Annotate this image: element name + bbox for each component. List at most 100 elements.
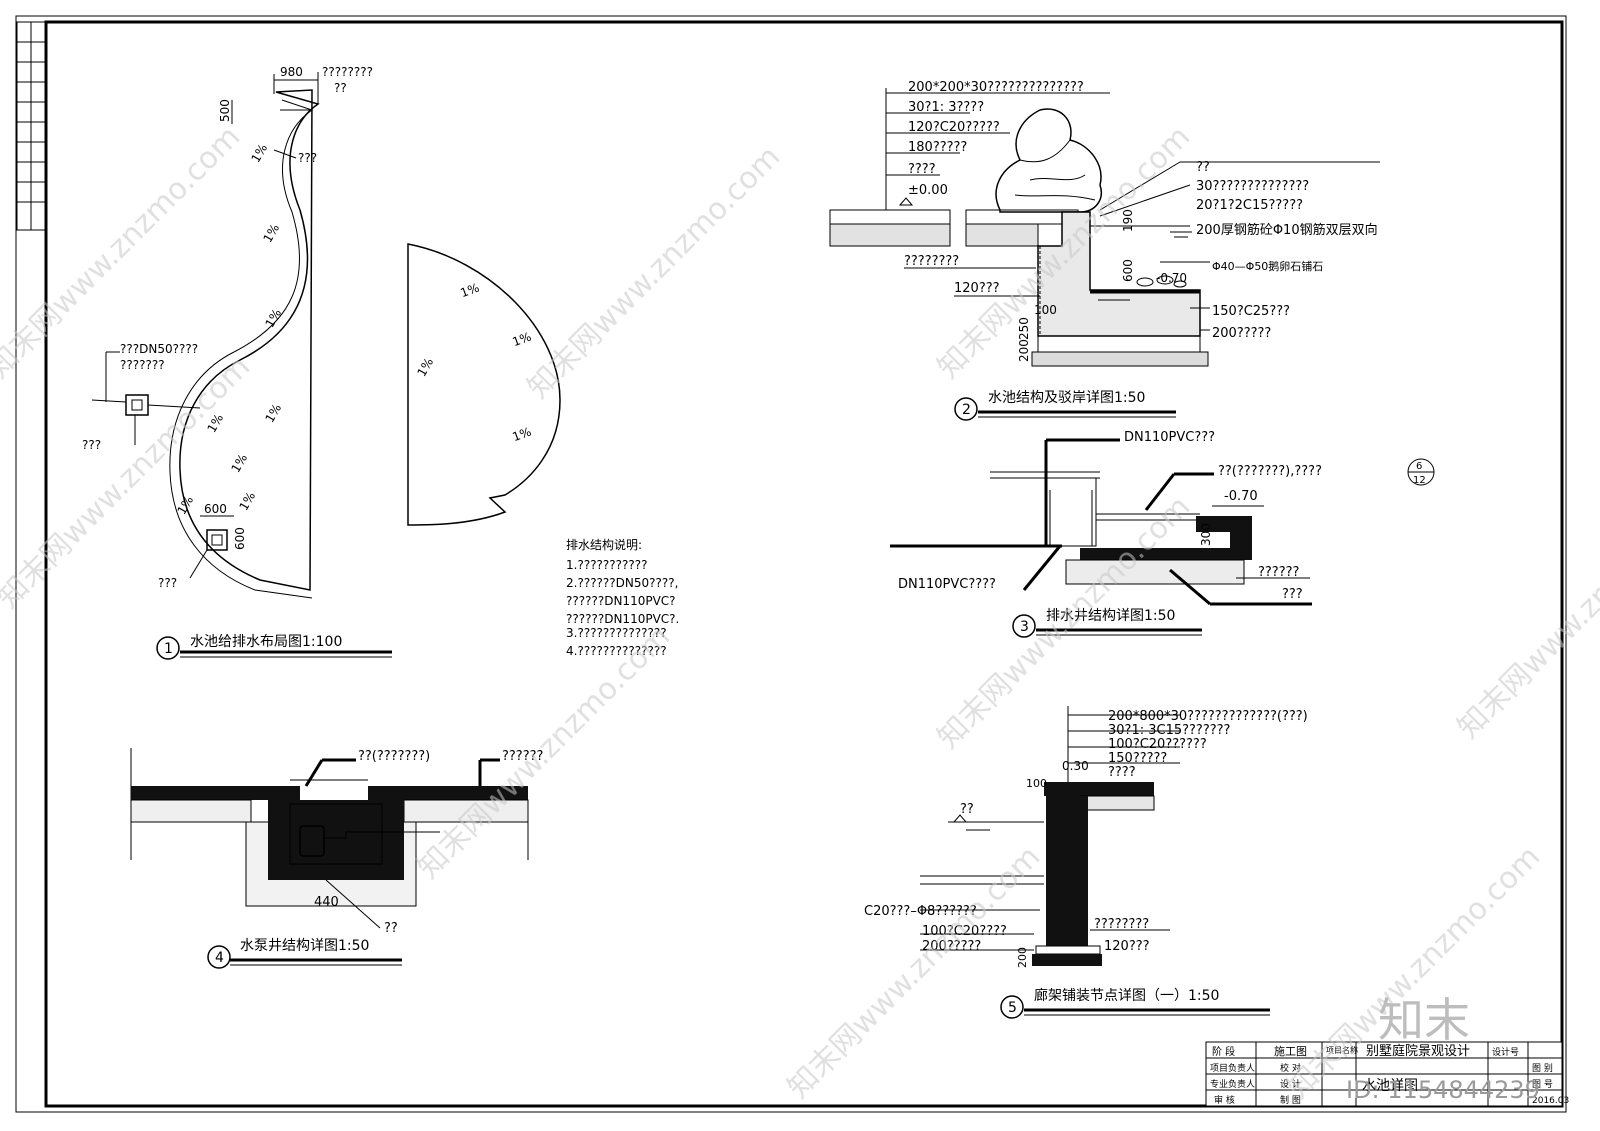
v2-elev: ±0.00 bbox=[908, 183, 948, 198]
v5-label-10: 200????? bbox=[922, 939, 981, 954]
svg-text:设计号: 设计号 bbox=[1492, 1046, 1519, 1058]
v3-elev: -0.70 bbox=[1224, 489, 1258, 504]
v2-label-15: 120??? bbox=[954, 281, 1000, 296]
v2-dim-200: 200 bbox=[1017, 339, 1031, 362]
svg-text:专业负责人: 专业负责人 bbox=[1210, 1078, 1255, 1090]
pipe-note-1: ???DN50???? bbox=[120, 342, 198, 356]
svg-text:设 计: 设 计 bbox=[1280, 1078, 1301, 1090]
svg-text:知末网www.znzmo.com: 知末网www.znzmo.com bbox=[0, 349, 257, 615]
svg-text:图 号: 图 号 bbox=[1532, 1079, 1553, 1090]
view-5-number-circle bbox=[1000, 995, 1024, 1019]
v2-label-14: ???????? bbox=[904, 254, 959, 269]
v2-label-5: ???? bbox=[908, 162, 936, 177]
view-1-number-circle bbox=[156, 636, 180, 660]
bottom-note: ??? bbox=[158, 576, 177, 590]
view-1-number: 1 bbox=[164, 641, 173, 657]
v5-water-label: ?? bbox=[960, 802, 974, 817]
outer-frame bbox=[15, 15, 1567, 1113]
drain-pit bbox=[125, 394, 149, 416]
v3-dim-300: 300 bbox=[1199, 523, 1213, 546]
svg-text:水池详图: 水池详图 bbox=[1362, 1078, 1418, 1094]
v2-label-8: 30?????????????? bbox=[1196, 179, 1309, 194]
pool-2-outline bbox=[407, 243, 561, 526]
v4-label-1: ??(???????) bbox=[358, 749, 430, 764]
svg-text:1%: 1% bbox=[236, 489, 258, 512]
v2-label-9: 20?1?2C15????? bbox=[1196, 198, 1303, 213]
reference-symbol: 6 12 bbox=[1407, 458, 1435, 486]
svg-text:知末网www.znzmo.com: 知末网www.znzmo.com bbox=[781, 839, 1047, 1105]
view-2-number-circle bbox=[954, 397, 978, 421]
landscape-rock bbox=[995, 108, 1102, 213]
svg-text:施工图: 施工图 bbox=[1274, 1045, 1307, 1058]
inner-frame bbox=[44, 20, 1564, 1108]
binding-stamp-grid bbox=[16, 21, 47, 231]
v5-label-12: 120??? bbox=[1104, 939, 1150, 954]
pool-1-outline bbox=[179, 89, 320, 591]
svg-text:1%: 1% bbox=[458, 281, 481, 301]
v5-label-3: 100?C20?????? bbox=[1108, 737, 1207, 752]
v5-dim-100: 100 bbox=[1026, 777, 1047, 790]
svg-text:1%: 1% bbox=[248, 141, 270, 164]
v5-label-1: 200*800*30?????????????(???) bbox=[1108, 709, 1308, 724]
v5-label-11: ???????? bbox=[1094, 917, 1149, 932]
svg-text:6: 6 bbox=[1416, 461, 1422, 472]
view-4-number: 4 bbox=[215, 950, 224, 966]
v2-label-12: 150?C25??? bbox=[1212, 304, 1290, 319]
svg-text:知末网www.znzmo.com: 知末网www.znzmo.com bbox=[1451, 479, 1600, 745]
top-note-2: ?? bbox=[334, 81, 347, 95]
watermark-overlay: 知末网www.znzmo.com 知末网www.znzmo.com 知末网www… bbox=[0, 119, 1600, 1105]
svg-text:制 图: 制 图 bbox=[1280, 1094, 1301, 1106]
svg-text:图 别: 图 别 bbox=[1532, 1063, 1553, 1074]
v2-label-3: 120?C20????? bbox=[908, 120, 1000, 135]
note-line-6: 4.?????????????? bbox=[566, 644, 667, 658]
view-4-number-circle bbox=[207, 945, 231, 969]
watermark-logo: 知末 bbox=[1378, 993, 1470, 1047]
view-1-plan: 980 500 ???????? ?? ??? ???DN50???? ????… bbox=[82, 65, 561, 660]
note-line-1: 1.??????????? bbox=[566, 558, 648, 572]
curve-note: ??? bbox=[298, 151, 317, 165]
view-3-number-circle bbox=[1012, 614, 1036, 638]
v4-label-2: ?????? bbox=[502, 749, 543, 764]
svg-text:1%: 1% bbox=[262, 401, 284, 424]
top-note-1: ???????? bbox=[322, 65, 373, 79]
view-3-number: 3 bbox=[1020, 619, 1029, 635]
svg-text:校 对: 校 对 bbox=[1280, 1062, 1301, 1074]
dim-500: 500 bbox=[218, 99, 232, 122]
svg-text:12: 12 bbox=[1413, 475, 1426, 486]
svg-text:1%: 1% bbox=[262, 306, 284, 329]
svg-text:阶 段: 阶 段 bbox=[1212, 1045, 1235, 1058]
slope-marks: 1% 1% 1% 1% 1% 1% 1% 1% 1% 1% 1% 1% bbox=[174, 141, 533, 516]
v2-label-10: 200厚钢筋砼Φ10钢筋双层双向 bbox=[1196, 222, 1378, 238]
watermark-id: ID: 1154844239 bbox=[1346, 1076, 1540, 1104]
view-2-number: 2 bbox=[962, 402, 971, 418]
v5-label-8: C20???–Φ8?????? bbox=[864, 904, 977, 919]
dim-980: 980 bbox=[280, 65, 303, 79]
svg-text:审 核: 审 核 bbox=[1214, 1094, 1235, 1106]
note-line-3: ??????DN110PVC? bbox=[566, 594, 676, 608]
svg-text:1%: 1% bbox=[510, 330, 533, 350]
view-2-section: 200*200*30?????????????? 30?1: 3???? 120… bbox=[829, 80, 1380, 421]
svg-text:1%: 1% bbox=[260, 221, 282, 244]
v4-dim-440: 440 bbox=[314, 895, 339, 910]
pump bbox=[299, 825, 325, 857]
svg-text:别墅庭院景观设计: 别墅庭院景观设计 bbox=[1366, 1043, 1470, 1059]
note-line-2: 2.??????DN50????, bbox=[566, 576, 678, 590]
view-4-title: 水泵井结构详图1:50 bbox=[240, 938, 369, 954]
v3-label-6: DN110PVC???? bbox=[898, 577, 996, 592]
dim-600-w: 600 bbox=[204, 502, 227, 516]
view-4-section: ??(???????) ?????? 440 ?? 4 水泵井结构详图1:50 bbox=[130, 748, 543, 969]
svg-text:项目负责人: 项目负责人 bbox=[1210, 1062, 1255, 1074]
v2-label-1: 200*200*30?????????????? bbox=[908, 80, 1084, 95]
v2-dim-100: 100 bbox=[1034, 303, 1057, 317]
svg-text:项目名称: 项目名称 bbox=[1326, 1045, 1358, 1055]
pump-pit bbox=[206, 529, 228, 551]
v2-label-7: ?? bbox=[1196, 160, 1210, 175]
svg-text:知末网www.znzmo.com: 知末网www.znzmo.com bbox=[411, 619, 677, 885]
pipe-note-2: ??????? bbox=[120, 358, 165, 372]
note-line-5: 3.?????????????? bbox=[566, 626, 667, 640]
svg-text:知末网www.znzmo.com: 知末网www.znzmo.com bbox=[931, 119, 1197, 385]
svg-text:1%: 1% bbox=[228, 451, 250, 474]
left-note: ??? bbox=[82, 438, 101, 452]
v2-label-13: 200????? bbox=[1212, 326, 1271, 341]
